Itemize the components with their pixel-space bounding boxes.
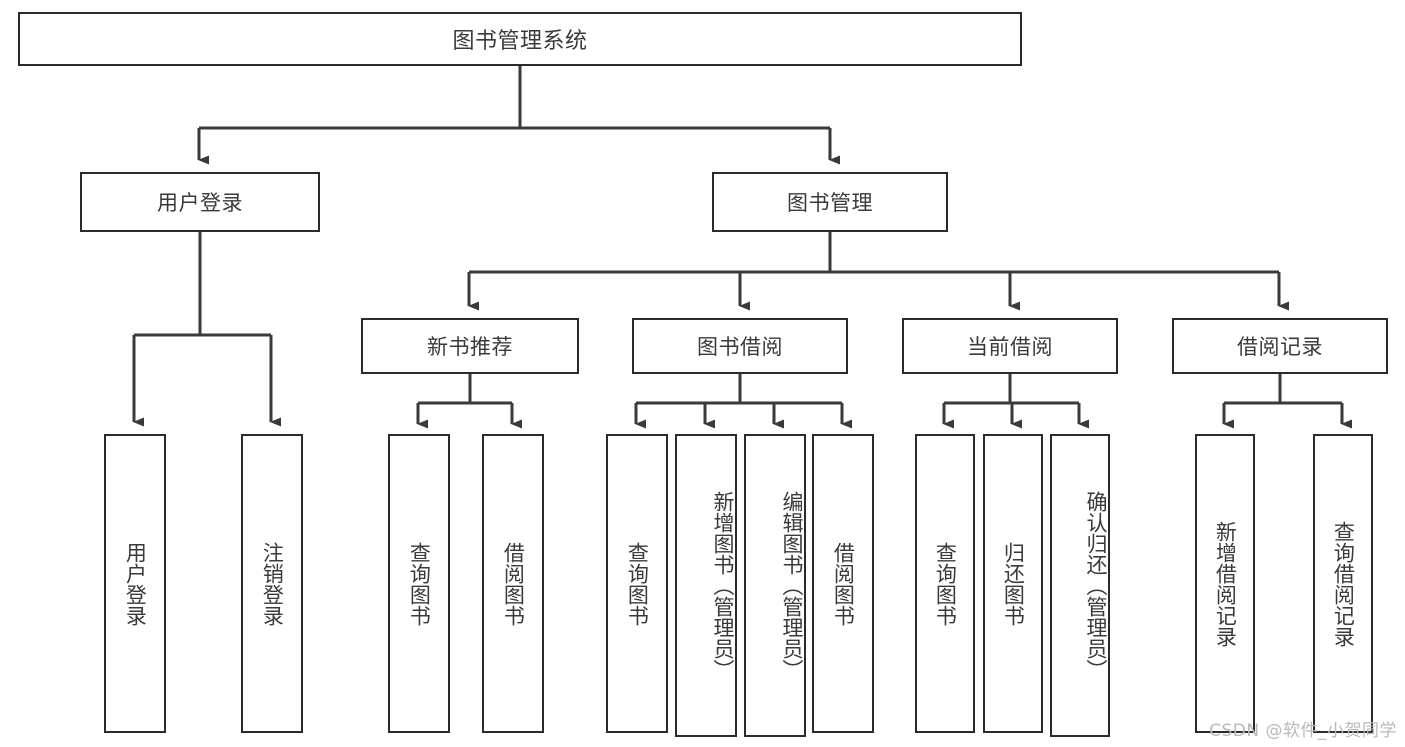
- node-leaf-add-borrow-record[interactable]: 新增借阅记录: [1195, 434, 1255, 733]
- node-user-login[interactable]: 用户登录: [80, 172, 320, 232]
- node-leaf-return-book-label: 归还图书: [1001, 541, 1026, 626]
- node-leaf-add-book[interactable]: 新增图书（管理员）: [675, 434, 737, 737]
- node-leaf-add-borrow-record-label: 新增借阅记录: [1213, 520, 1238, 647]
- node-new-book-recommendation-label: 新书推荐: [427, 335, 513, 359]
- node-leaf-borrow-book-1[interactable]: 借阅图书: [482, 434, 544, 733]
- node-leaf-confirm-return[interactable]: 确认归还（管理员）: [1050, 434, 1110, 737]
- node-book-management[interactable]: 图书管理: [712, 172, 948, 232]
- node-leaf-query-borrow-record[interactable]: 查询借阅记录: [1313, 434, 1373, 733]
- node-book-borrowing-label: 图书借阅: [697, 335, 783, 359]
- node-leaf-query-book-1-label: 查询图书: [407, 541, 432, 626]
- node-leaf-edit-book-label: 编辑图书（管理员）: [780, 491, 804, 680]
- node-leaf-add-book-label: 新增图书（管理员）: [711, 491, 735, 680]
- node-leaf-confirm-return-label: 确认归还（管理员）: [1084, 491, 1108, 680]
- node-leaf-query-book-1[interactable]: 查询图书: [388, 434, 450, 733]
- node-book-management-label: 图书管理: [787, 191, 873, 215]
- node-leaf-query-book-2[interactable]: 查询图书: [606, 434, 668, 733]
- node-new-book-recommendation[interactable]: 新书推荐: [361, 318, 579, 374]
- node-leaf-query-book-3-label: 查询图书: [933, 541, 958, 626]
- node-leaf-query-book-3[interactable]: 查询图书: [915, 434, 975, 733]
- node-leaf-logout[interactable]: 注销登录: [241, 434, 303, 733]
- node-root[interactable]: 图书管理系统: [18, 12, 1022, 66]
- node-current-borrowing[interactable]: 当前借阅: [902, 318, 1118, 374]
- node-user-login-label: 用户登录: [157, 191, 243, 215]
- node-borrowing-record[interactable]: 借阅记录: [1172, 318, 1388, 374]
- node-leaf-return-book[interactable]: 归还图书: [983, 434, 1043, 733]
- node-root-label: 图书管理系统: [452, 29, 588, 54]
- node-leaf-borrow-book-2-label: 借阅图书: [831, 541, 856, 626]
- node-leaf-query-borrow-record-label: 查询借阅记录: [1331, 520, 1356, 647]
- node-borrowing-record-label: 借阅记录: [1237, 335, 1323, 359]
- node-leaf-borrow-book-1-label: 借阅图书: [501, 541, 526, 626]
- node-book-borrowing[interactable]: 图书借阅: [632, 318, 848, 374]
- node-leaf-query-book-2-label: 查询图书: [625, 541, 650, 626]
- node-current-borrowing-label: 当前借阅: [967, 335, 1053, 359]
- node-leaf-borrow-book-2[interactable]: 借阅图书: [812, 434, 874, 733]
- node-leaf-edit-book[interactable]: 编辑图书（管理员）: [744, 434, 806, 737]
- node-leaf-logout-label: 注销登录: [260, 541, 285, 626]
- node-leaf-user-login-label: 用户登录: [123, 541, 148, 626]
- node-leaf-user-login[interactable]: 用户登录: [104, 434, 166, 733]
